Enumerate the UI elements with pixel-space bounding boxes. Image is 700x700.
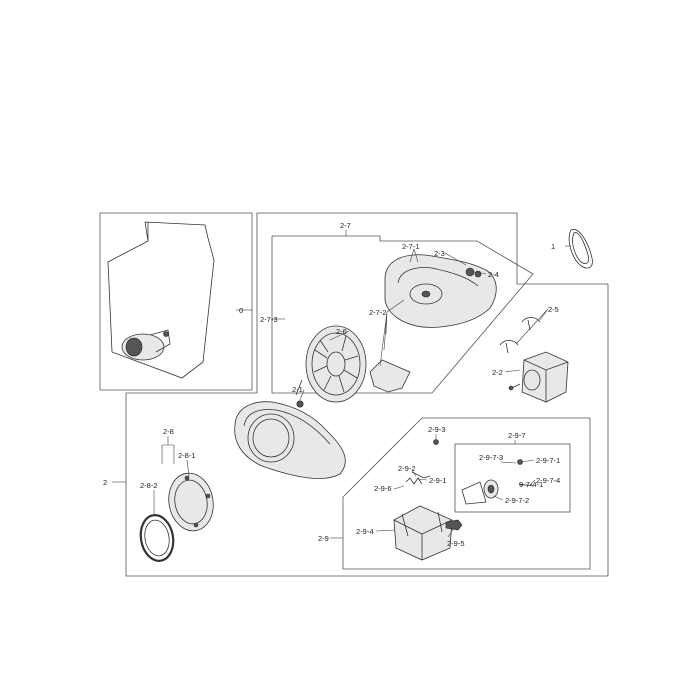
blower-housing-icon	[384, 254, 497, 328]
fan-washer-icon	[296, 400, 304, 408]
label-2-9-4: 2-9-4	[356, 527, 374, 536]
subassembly-2-9-frame	[342, 417, 591, 570]
motor-clip-icon	[499, 317, 541, 354]
label-2-7: 2-7	[340, 221, 351, 230]
label-2-9-7-2: 2-9-7-2	[505, 496, 529, 505]
callout-labels: 0 1 2 2-7 2-7-1 2-3 2-4 2-5 2-2 2-7-3 2-…	[103, 221, 560, 548]
label-9-7-4-1: 9-7-4-1	[519, 480, 543, 489]
label-2-7-1: 2-7-1	[402, 242, 420, 251]
label-2-9-7-4: 2-9-7-4	[536, 476, 560, 485]
label-2-9-3: 2-9-3	[428, 425, 446, 434]
label-2-8-2: 2-8-2	[140, 481, 158, 490]
assembly-0-frame	[99, 212, 253, 391]
front-duct-cover-icon	[234, 401, 346, 479]
label-2-4: 2-4	[488, 270, 499, 279]
label-2-8-1: 2-8-1	[178, 451, 196, 460]
duct-piece-icon	[369, 359, 411, 393]
label-0: 0	[239, 306, 243, 315]
idler-bracket-icon	[393, 505, 463, 561]
gasket-ring-icon	[139, 514, 175, 562]
bearing-ring-icon	[168, 472, 214, 532]
cabinet-assembly-icon	[107, 221, 215, 379]
subassembly-2-7-frame	[271, 235, 534, 394]
idler-lever-icon	[411, 471, 431, 479]
idler-spring-icon	[405, 477, 423, 485]
label-2-9-7: 2-9-7	[508, 431, 526, 440]
label-2-9-1: 2-9-1	[429, 476, 447, 485]
label-2-6: 2-6	[336, 327, 347, 336]
label-2-9-2: 2-9-2	[398, 464, 416, 473]
subassembly-2-9-7-frame	[454, 443, 571, 513]
leader-lines	[112, 230, 571, 539]
label-2-3: 2-3	[434, 249, 445, 258]
label-2-9-7-1: 2-9-7-1	[536, 456, 560, 465]
label-2-9-6: 2-9-6	[374, 484, 392, 493]
label-2-7-2: 2-7-2	[369, 308, 387, 317]
label-2-1: 2-1	[292, 385, 303, 394]
label-2-9-5: 2-9-5	[447, 539, 465, 548]
label-2-5: 2-5	[548, 305, 559, 314]
label-2-2: 2-2	[492, 368, 503, 377]
label-2-8: 2-8	[163, 427, 174, 436]
label-1: 1	[551, 242, 555, 251]
label-2-7-3: 2-7-3	[260, 315, 278, 324]
drive-belt-icon	[568, 229, 593, 269]
idler-screw-icon	[433, 439, 439, 445]
assembly-2-frame	[125, 212, 609, 577]
idler-pulley-icon	[461, 459, 534, 505]
label-2-9-7-3: 2-9-7-3	[479, 453, 503, 462]
blower-fan-icon	[295, 325, 367, 403]
drive-motor-icon	[508, 351, 569, 403]
label-2: 2	[103, 478, 107, 487]
label-2-9: 2-9	[318, 534, 329, 543]
